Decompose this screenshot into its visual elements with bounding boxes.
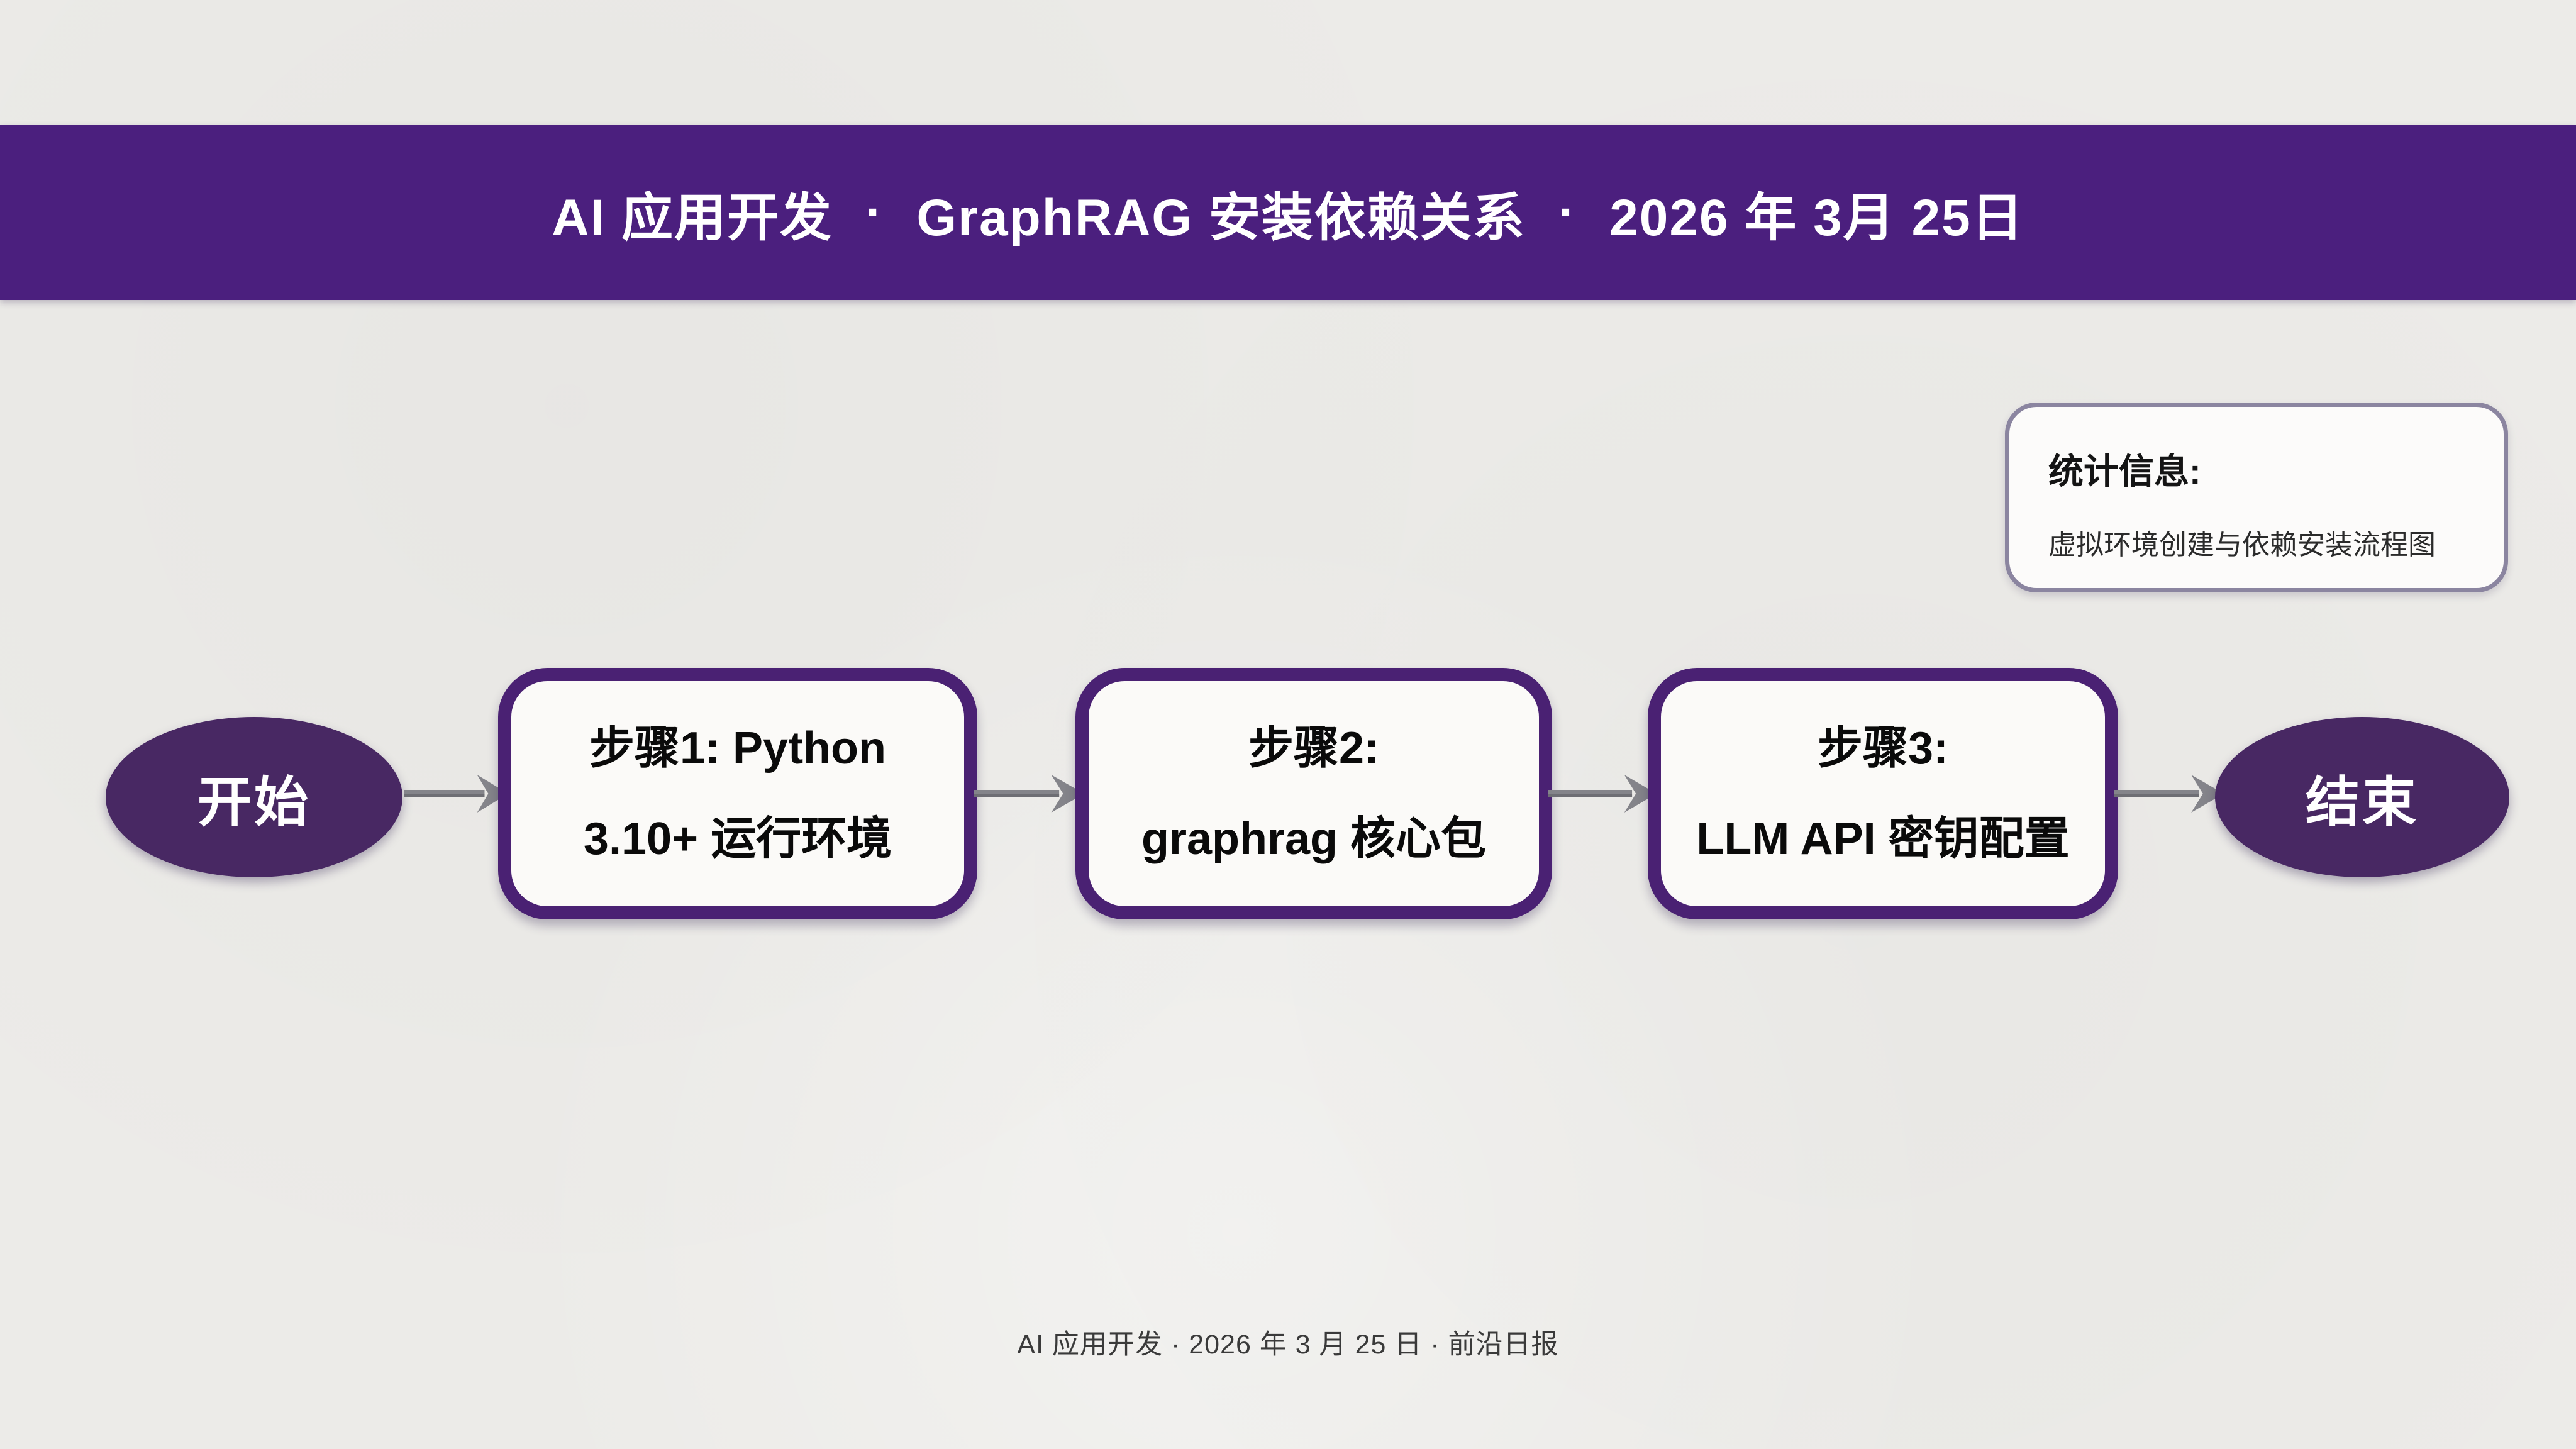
header-segment-title: GraphRAG 安装依赖关系 (916, 189, 1526, 247)
step-1-line-2: 3.10+ 运行环境 (583, 814, 892, 864)
flow-node-step-2: 步骤2: graphrag 核心包 (1075, 668, 1552, 919)
header-segment-topic: AI 应用开发 (552, 189, 833, 247)
step-2-line-2: graphrag 核心包 (1141, 814, 1487, 864)
step-3-line-2: LLM API 密钥配置 (1696, 814, 2070, 864)
stats-panel: 统计信息: 虚拟环境创建与依赖安装流程图 (2005, 402, 2508, 592)
step-3-line-1: 步骤3: (1817, 723, 1949, 774)
footer-caption: AI 应用开发 · 2026 年 3 月 25 日 · 前沿日报 (1017, 1330, 1559, 1360)
arrow-right-icon (2114, 775, 2224, 813)
step-1-line-1: 步骤1: Python (589, 723, 886, 774)
stats-panel-title: 统计信息: (2048, 452, 2201, 491)
flow-node-start-label: 开始 (197, 772, 311, 833)
arrow-right-icon (974, 775, 1084, 813)
flow-node-end-label: 结束 (2306, 772, 2419, 833)
header-segment-date: 2026 年 3月 25日 (1609, 189, 2024, 247)
header-separator: · (1558, 184, 1577, 241)
arrow-right-icon (404, 775, 509, 813)
arrow-right-icon (1548, 775, 1657, 813)
stats-panel-description: 虚拟环境创建与依赖安装流程图 (2048, 530, 2436, 560)
flow-node-step-1: 步骤1: Python 3.10+ 运行环境 (498, 668, 977, 919)
flow-arrow (1548, 769, 1658, 819)
step-2-line-1: 步骤2: (1248, 723, 1380, 774)
header-separator: · (865, 184, 884, 241)
flow-node-start: 开始 (106, 717, 402, 877)
flow-arrow (974, 769, 1085, 819)
flow-node-step-3: 步骤3: LLM API 密钥配置 (1648, 668, 2118, 919)
flow-node-end: 结束 (2215, 717, 2509, 877)
flow-arrow (404, 769, 509, 819)
header-banner: AI 应用开发 · GraphRAG 安装依赖关系 · 2026 年 3月 25… (0, 125, 2576, 300)
flow-arrow (2114, 769, 2225, 819)
